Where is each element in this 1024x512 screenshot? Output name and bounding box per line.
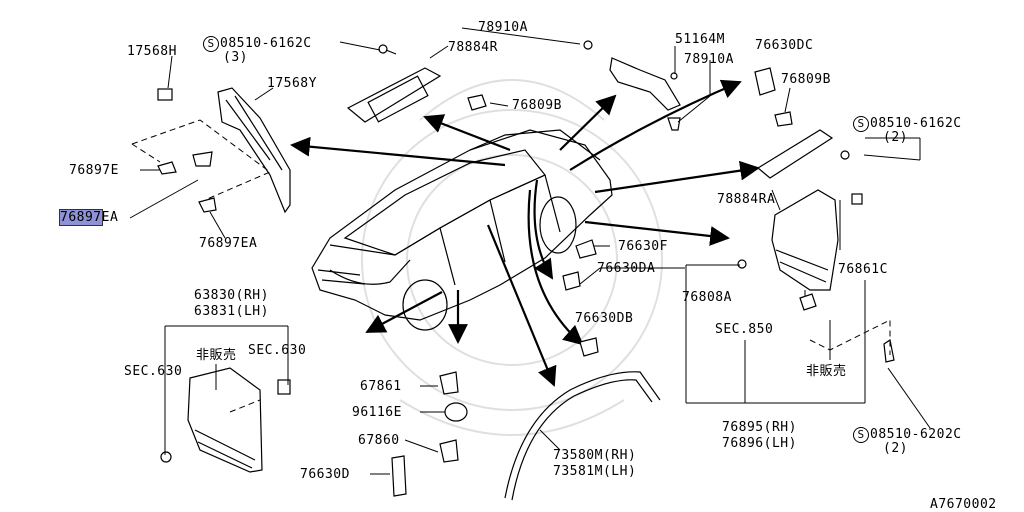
service-part-mark: S bbox=[853, 116, 869, 132]
label-not-for-sale-right: 非販売 bbox=[806, 364, 847, 379]
label-76809B-right: 76809B bbox=[781, 72, 831, 87]
label-78884R: 78884R bbox=[448, 40, 498, 55]
label-sec-630-left: SEC.630 bbox=[124, 364, 183, 379]
callout-arrows bbox=[290, 79, 760, 387]
label-73581M: 73581M(LH) bbox=[553, 464, 637, 479]
qty-08510-6162C-top: (3) bbox=[223, 50, 248, 65]
highlighted-part-number[interactable]: 76897 bbox=[59, 209, 103, 226]
label-76630F: 76630F bbox=[618, 239, 668, 254]
label-sec-850: SEC.850 bbox=[715, 322, 774, 337]
label-76630DA: 76630DA bbox=[597, 261, 656, 276]
label-76897EA: 76897EA bbox=[199, 236, 258, 251]
label-51164M: 51164M bbox=[675, 32, 725, 47]
label-76897EA-highlight[interactable]: 76897EA bbox=[59, 209, 119, 226]
label-78910A-right: 78910A bbox=[684, 52, 734, 67]
label-76895: 76895(RH) bbox=[722, 420, 797, 435]
label-73580M: 73580M(RH) bbox=[553, 448, 637, 463]
label-17568H: 17568H bbox=[127, 44, 177, 59]
label-not-for-sale-left: 非販売 bbox=[196, 348, 237, 363]
label-76897E: 76897E bbox=[69, 163, 119, 178]
car-illustration bbox=[311, 129, 613, 331]
label-63831: 63831(LH) bbox=[194, 304, 269, 319]
label-sec-630-right: SEC.630 bbox=[248, 343, 307, 358]
label-76809B-center: 76809B bbox=[512, 98, 562, 113]
qty-08510-6162C-right: (2) bbox=[883, 130, 908, 145]
label-78910A-top: 78910A bbox=[478, 20, 528, 35]
label-67860: 67860 bbox=[358, 433, 400, 448]
diagram-code: A7670002 bbox=[930, 497, 997, 512]
service-part-mark: S bbox=[853, 427, 869, 443]
part-shapes bbox=[157, 40, 895, 501]
watermark-emblem bbox=[361, 79, 663, 436]
label-63830: 63830(RH) bbox=[194, 288, 269, 303]
qty-08510-6202C: (2) bbox=[883, 441, 908, 456]
service-part-mark: S bbox=[203, 36, 219, 52]
label-76630DC: 76630DC bbox=[755, 38, 814, 53]
label-76630D: 76630D bbox=[300, 467, 350, 482]
label-76896: 76896(LH) bbox=[722, 436, 797, 451]
label-17568Y: 17568Y bbox=[267, 76, 317, 91]
label-67861: 67861 bbox=[360, 379, 402, 394]
leader-lines bbox=[129, 27, 931, 475]
label-96116E: 96116E bbox=[352, 405, 402, 420]
dashed-guides bbox=[131, 119, 891, 413]
label-76808A: 76808A bbox=[682, 290, 732, 305]
label-76630DB: 76630DB bbox=[575, 311, 634, 326]
label-76861C: 76861C bbox=[838, 262, 888, 277]
label-78884RA: 78884RA bbox=[717, 192, 776, 207]
